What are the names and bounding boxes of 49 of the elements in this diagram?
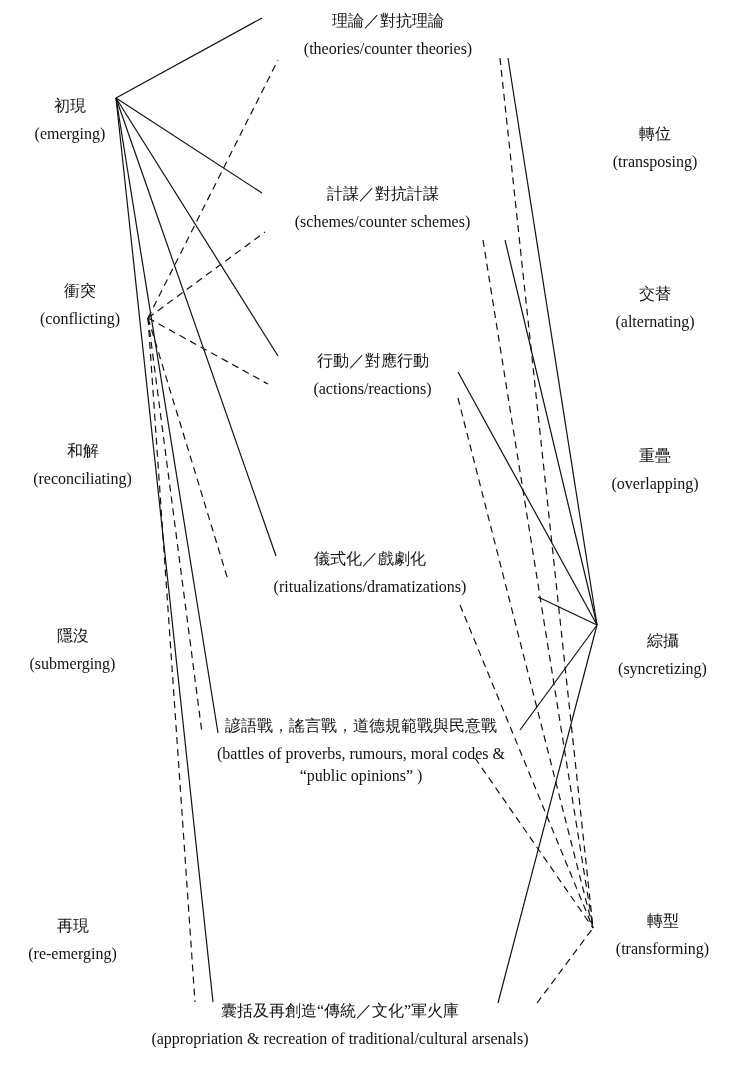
english-label: (alternating) [614,312,696,333]
connector-line [115,97,263,194]
connector-line [497,624,598,1004]
connector-line [147,317,196,1003]
chinese-label: 計謀／對抗計謀 [325,184,440,204]
connector-line [536,927,594,1004]
english-label: (schemes/counter schemes) [293,212,472,233]
connector-line [115,97,277,557]
english-label: (ritualizations/dramatizations) [272,577,468,598]
chinese-label: 再現 [55,916,90,936]
connector-line [537,596,598,626]
chinese-label: 衝突 [63,281,97,301]
english-label: (battles of proverbs, rumours, moral codes & “public opinions” ) [216,744,506,787]
chinese-label: 諺語戰，謠言戰，道德規範戰與民意戰 [224,716,498,736]
chinese-label: 轉位 [638,124,672,144]
connector-line [115,17,263,99]
connector-line [474,757,594,929]
chinese-label: 初現 [53,96,87,116]
connector-line [115,97,279,357]
connector-line [457,371,598,626]
chinese-label: 轉型 [645,911,680,931]
chinese-label: 重疊 [638,446,672,466]
english-label: (re-emerging) [27,944,118,965]
connector-line [147,317,269,385]
chinese-label: 和解 [65,441,100,461]
connector-line [457,397,594,929]
connector-line [519,624,598,731]
chinese-label: 囊括及再創造“傳統／文化”軍火庫 [219,1001,461,1021]
chinese-label: 隱沒 [55,626,90,646]
connector-line [147,59,279,319]
english-label: (appropriation & recreation of traditional/cultural arsenals) [150,1029,530,1050]
chinese-label: 綜攝 [645,631,680,651]
chinese-label: 理論／對抗理論 [331,11,445,31]
chinese-label: 行動／對應行動 [315,351,430,371]
chinese-label: 儀式化／戲劇化 [313,549,427,569]
english-label: (syncretizing) [617,659,708,680]
english-label: (actions/reactions) [312,379,433,399]
english-label: (overlapping) [610,474,700,495]
english-label: (transforming) [614,939,711,960]
english-label: (reconciliating) [32,469,133,490]
english-label: (theories/counter theories) [302,39,474,60]
english-label: (transposing) [611,152,699,173]
connector-line [504,239,598,626]
english-label: (emerging) [33,124,107,145]
english-label: (conflicting) [39,309,121,330]
connector-line [147,231,266,319]
connector-line [115,97,214,1003]
chinese-label: 交替 [638,284,672,304]
english-label: (submerging) [28,654,117,675]
